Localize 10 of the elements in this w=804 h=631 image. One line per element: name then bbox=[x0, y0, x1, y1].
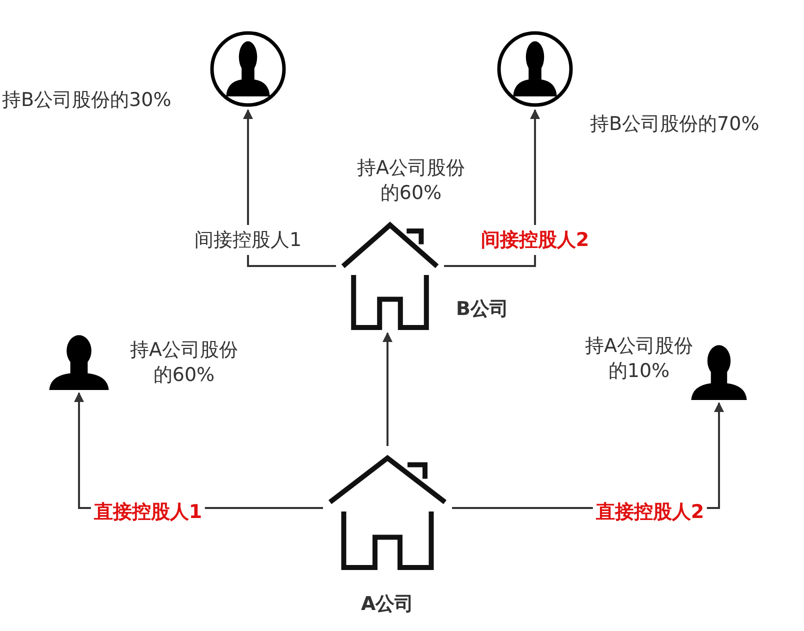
shareholding-note: 持B公司股份的30% bbox=[2, 88, 172, 113]
arrow bbox=[382, 332, 392, 446]
shareholding-note: 持A公司股份的60% bbox=[129, 338, 239, 388]
shareholding-note: 持A公司股份的10% bbox=[584, 334, 694, 384]
company-name: B公司 bbox=[456, 297, 508, 322]
company-name: A公司 bbox=[361, 592, 414, 617]
arrow bbox=[243, 109, 336, 267]
shareholding-note: 持A公司股份的60% bbox=[356, 156, 466, 206]
arrow bbox=[444, 109, 540, 267]
shareholding-note: 持B公司股份的70% bbox=[590, 112, 760, 137]
